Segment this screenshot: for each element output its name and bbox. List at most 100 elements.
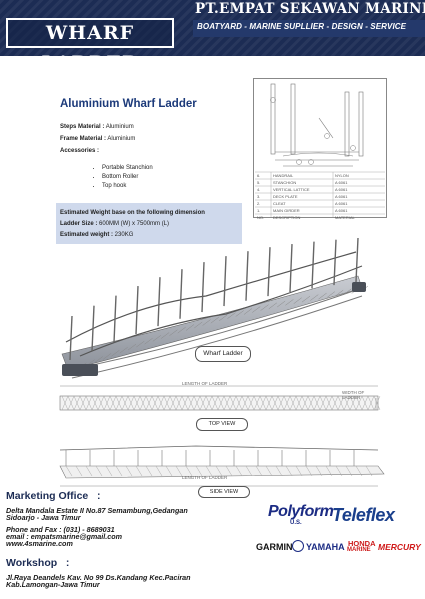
row-material: NYLON (335, 173, 349, 178)
lattice-bar (355, 395, 363, 411)
row-material: A 6061 (335, 187, 348, 192)
lattice-bar (229, 395, 237, 411)
marketing-phone: Phone and Fax : (031) - 8689031 (6, 525, 115, 534)
lattice-bar (144, 338, 153, 345)
lattice-bar (277, 395, 285, 411)
spec-value: Aluminium (106, 136, 136, 142)
lattice-bar (283, 395, 291, 411)
list-item: Bottom Roller (102, 173, 153, 182)
weight-label: Estimated weight : (60, 232, 114, 238)
row-desc: VERTICAL LATTICE (273, 187, 310, 192)
lattice-bar (187, 395, 195, 411)
lattice-bar (307, 395, 315, 411)
lattice-bar (151, 395, 159, 411)
lattice-bar (181, 395, 189, 411)
polyform-sub: U.S. (290, 520, 302, 526)
stanchion (201, 262, 205, 313)
stanchion (113, 295, 117, 343)
honda-logo: HONDA (348, 539, 376, 548)
stanchion (333, 239, 337, 286)
lattice-bar (195, 465, 203, 477)
lattice-bar (334, 289, 344, 297)
lattice-bar (210, 316, 220, 324)
lattice-bar (276, 300, 286, 308)
top-view-drawing (59, 385, 381, 411)
lattice-bar (169, 329, 178, 336)
lattice-bar (61, 395, 69, 411)
lattice-bar (335, 465, 343, 477)
spec-frame: Frame Material : Aluminium (60, 136, 135, 142)
lattice-bar (235, 395, 243, 411)
company-name: PT.EMPAT SEKAWAN MARINE (195, 1, 425, 17)
company-tagline: BOATYARD - MARINE SUPLLIER - DESIGN - SE… (197, 22, 407, 31)
lattice-bar (85, 395, 93, 411)
lattice-bar (315, 465, 323, 477)
lattice-bar (305, 465, 313, 477)
lattice-bar (193, 395, 201, 411)
row-desc: STANCHION (273, 180, 297, 185)
yamaha-logo: YAMAHA (306, 542, 345, 552)
lattice-bar (260, 304, 269, 311)
lattice-bar (271, 395, 279, 411)
row-desc: CLEAT (273, 201, 286, 206)
row-desc: HANDRAIL (273, 173, 294, 178)
lattice-bar (67, 395, 75, 411)
lattice-bar (133, 395, 141, 411)
stanchion (91, 305, 95, 352)
honda-sub: MARINE (347, 547, 371, 553)
row-desc: DECK PLATE (273, 194, 298, 199)
spec-value: Aluminium (104, 124, 134, 130)
lattice-bar (211, 395, 219, 411)
lattice-bar (255, 465, 263, 477)
lattice-bar (103, 395, 111, 411)
row-material: A 6061 (335, 201, 348, 206)
lattice-bar (115, 395, 123, 411)
size-label: Ladder Size : (60, 221, 98, 227)
stanchion (245, 251, 249, 301)
lattice-bar (268, 302, 278, 309)
accessories-list: Portable Stanchion Bottom Roller Top hoo… (94, 164, 153, 191)
spec-steps: Steps Material : Aluminium (60, 124, 134, 130)
row-desc: MAIN GIRDER (273, 208, 300, 213)
lattice-bar (325, 395, 333, 411)
lattice-bar (79, 395, 87, 411)
lattice-bar (121, 395, 129, 411)
lattice-bar (185, 324, 195, 331)
lattice-bar (85, 465, 93, 477)
lattice-bar (265, 395, 273, 411)
product-title: Aluminium Wharf Ladder (60, 98, 197, 110)
lattice-bar (215, 465, 223, 477)
row-no: 2. (257, 201, 261, 206)
lattice-bar (111, 350, 120, 357)
row-material: A 6061 (335, 194, 348, 199)
stanchion (311, 241, 315, 289)
lattice-bar (295, 465, 303, 477)
weight-value: 230KG (113, 232, 134, 238)
lattice-bar (145, 395, 153, 411)
lattice-bar (310, 294, 319, 301)
lattice-bar (145, 465, 153, 477)
lattice-bar (337, 395, 345, 411)
marketing-website: www.4smarine.com (6, 539, 73, 548)
lattice-bar (275, 465, 283, 477)
lattice-bar (177, 326, 186, 334)
lattice-bar (136, 340, 145, 348)
lattice-bar (91, 395, 99, 411)
ladder-render (61, 237, 369, 379)
lattice-bar (355, 465, 363, 477)
lattice-bar (163, 395, 171, 411)
lattice-bar (319, 395, 327, 411)
lattice-bar (325, 465, 333, 477)
estimated-weight: Estimated weight : 230KG (60, 232, 133, 238)
title-frame (6, 18, 174, 48)
top-view-caption: TOP VIEW (196, 418, 248, 431)
lattice-bar (95, 465, 103, 477)
lattice-bar (235, 465, 243, 477)
stanchion (69, 315, 73, 361)
lattice-bar (65, 465, 73, 477)
